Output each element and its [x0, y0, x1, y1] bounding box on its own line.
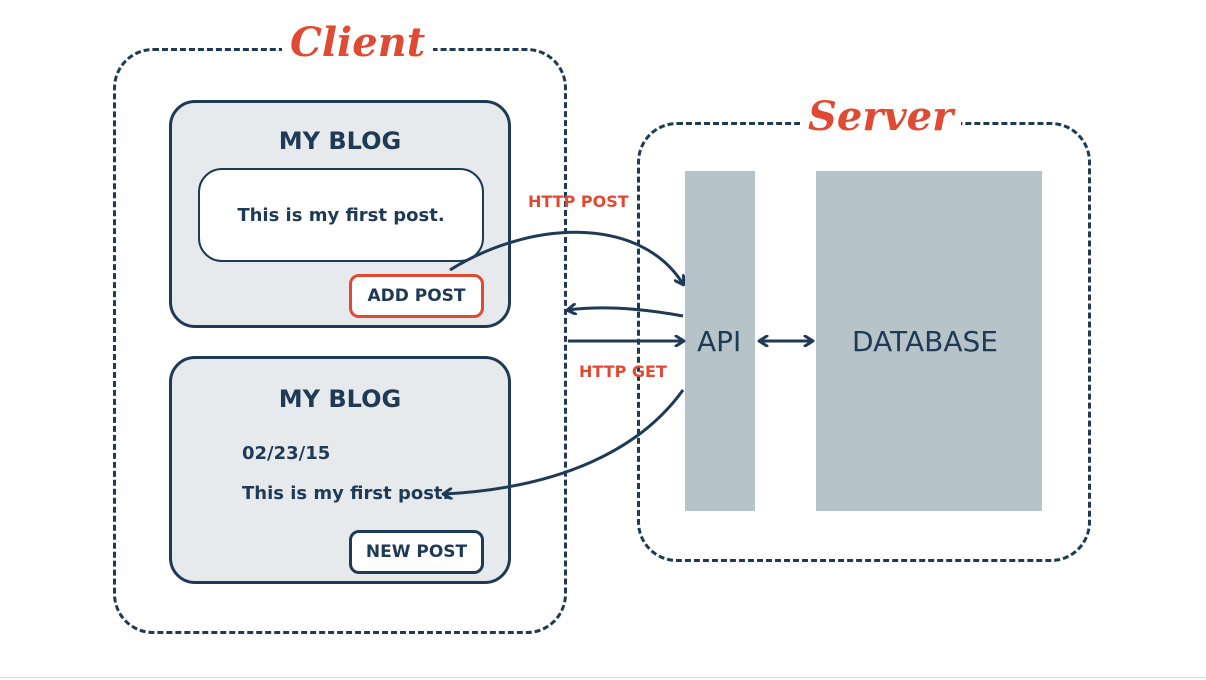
http-post-arrow: [449, 230, 683, 284]
http-get-label: HTTP GET: [579, 362, 667, 381]
post-input-text: This is my first post.: [237, 204, 445, 226]
add-post-button[interactable]: ADD POST: [349, 274, 484, 318]
post-date: 02/23/15: [242, 443, 331, 464]
client-title: Client: [282, 20, 434, 66]
response-arrow: [568, 308, 684, 318]
http-get-arrow: [444, 389, 685, 494]
database-label: DATABASE: [852, 325, 998, 358]
blog-view-card: MY BLOG 02/23/15 This is my first post. …: [169, 356, 511, 584]
api-column: [685, 171, 755, 511]
post-text: This is my first post.: [242, 483, 450, 504]
api-label: API: [697, 325, 742, 358]
blog-compose-title: MY BLOG: [278, 127, 402, 155]
bottom-divider: [0, 677, 1206, 678]
blog-compose-card: MY BLOG This is my first post. ADD POST: [169, 100, 511, 328]
server-title: Server: [800, 94, 962, 140]
post-input-box[interactable]: This is my first post.: [198, 168, 484, 262]
new-post-button[interactable]: NEW POST: [349, 530, 484, 574]
http-post-label: HTTP POST: [528, 192, 629, 211]
blog-view-title: MY BLOG: [278, 385, 402, 413]
database-column: [816, 171, 1042, 511]
